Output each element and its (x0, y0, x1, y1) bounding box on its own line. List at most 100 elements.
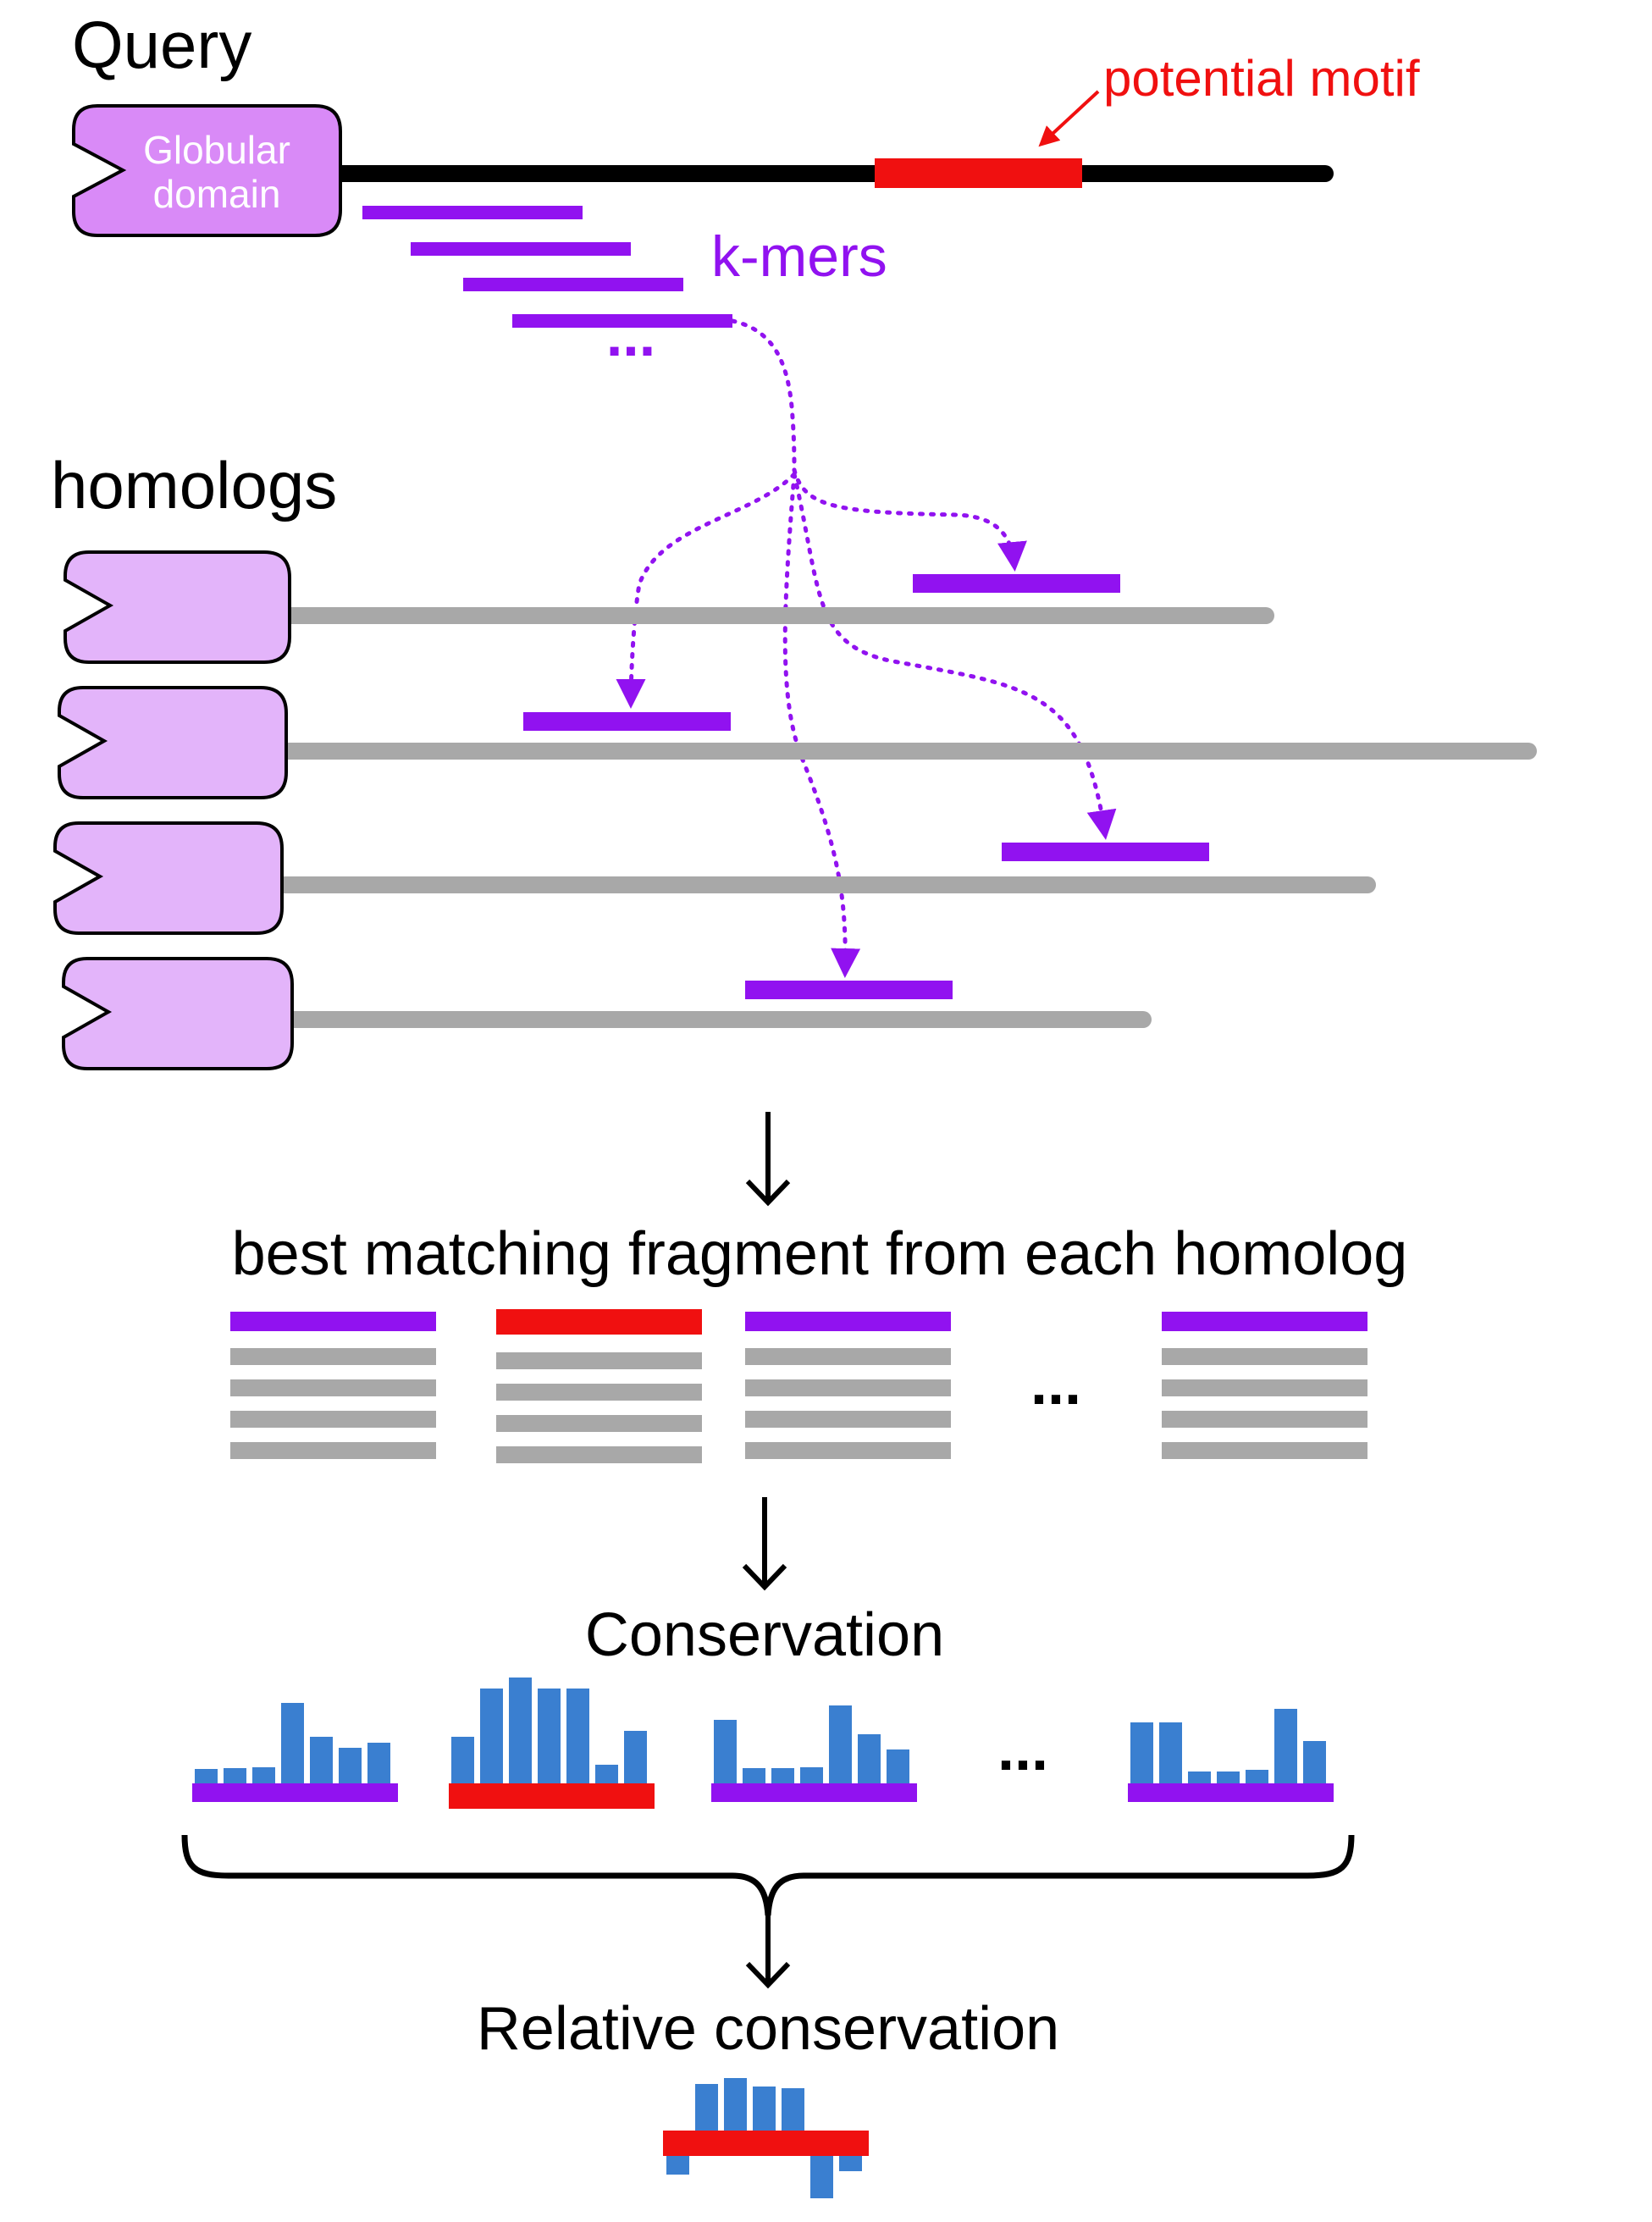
potential-motif-label: potential motif (1103, 50, 1420, 107)
conservation-bar (624, 1731, 647, 1783)
relative-conservation-bar (810, 2156, 833, 2198)
query-title: Query (72, 8, 251, 82)
globular-domain-label-line1: Globular (143, 128, 290, 172)
fragment-group-4-query (1162, 1312, 1367, 1331)
fragment-row (1162, 1348, 1367, 1365)
homolog-4 (62, 957, 1152, 1070)
fragment-ellipsis: ... (1030, 1350, 1081, 1418)
conservation-bar (714, 1720, 737, 1783)
kmer-mapping-arrows (616, 318, 1117, 978)
conservation-profiles (192, 1678, 1334, 1809)
fragment-row (745, 1442, 951, 1459)
relative-conservation-bar (666, 2156, 689, 2175)
homologs-title: homologs (51, 448, 337, 522)
relative-conservation-bar (695, 2084, 718, 2131)
kmer-arrow-homolog-4 (782, 472, 861, 978)
fragment-row (1162, 1442, 1367, 1459)
fragment-group-1 (230, 1312, 436, 1459)
homolog-2 (58, 686, 1537, 799)
conservation-bar (595, 1765, 618, 1783)
kmers-label: k-mers (711, 224, 887, 289)
relative-conservation-plot (663, 2078, 869, 2198)
homolog-1-match (913, 574, 1120, 593)
conservation-fragment-bar (1128, 1783, 1334, 1802)
conservation-bar (480, 1689, 503, 1783)
fragment-group-4 (1162, 1312, 1367, 1459)
relative-conservation-bar (782, 2088, 804, 2131)
homolog-4-match (745, 981, 953, 999)
fragment-row (230, 1411, 436, 1428)
kmer-arrow-homolog-1 (792, 467, 1027, 572)
relative-conservation-bar (724, 2078, 747, 2131)
down-arrow-3 (745, 1914, 791, 1989)
homolog-1 (64, 550, 1274, 664)
down-arrow-1 (745, 1112, 791, 1207)
conservation-fragment-bar (711, 1783, 917, 1802)
conservation-bar (1246, 1770, 1268, 1783)
summary-brace (181, 1834, 1355, 1916)
fragment-group-2 (496, 1309, 702, 1463)
kmer-bar-3 (463, 278, 683, 291)
potential-motif-segment (875, 158, 1082, 188)
fragment-row (496, 1446, 702, 1463)
kmers-group: ... k-mers (362, 206, 887, 368)
conservation-bar (367, 1743, 390, 1783)
homolog-4-globular-domain (62, 957, 294, 1070)
conservation-bar (1159, 1722, 1182, 1783)
conservation-bar (743, 1768, 765, 1783)
fragment-row (1162, 1379, 1367, 1396)
kmer-bar-4 (512, 314, 732, 328)
fragment-row (745, 1411, 951, 1428)
conservation-profile-3 (711, 1705, 917, 1802)
conservation-label: Conservation (585, 1601, 944, 1669)
kmer-bar-2 (411, 242, 631, 256)
down-arrow-2 (742, 1497, 787, 1591)
conservation-bar (538, 1689, 561, 1783)
conservation-bar (509, 1678, 532, 1783)
conservation-bar (771, 1768, 794, 1783)
best-matching-label: best matching fragment from each homolog (232, 1220, 1408, 1288)
fragment-row (745, 1348, 951, 1365)
conservation-bar (281, 1703, 304, 1783)
fragment-row (745, 1379, 951, 1396)
relative-conservation-bar (839, 2156, 862, 2171)
fragment-row (230, 1348, 436, 1365)
potential-motif-arrow (1038, 90, 1100, 147)
homolog-3 (53, 821, 1376, 935)
fragment-row (496, 1415, 702, 1432)
relative-conservation-fragment-bar (663, 2131, 869, 2156)
relative-conservation-label: Relative conservation (477, 1995, 1059, 2063)
homolog-1-globular-domain (64, 550, 291, 664)
fragment-group-3-query (745, 1312, 951, 1331)
conservation-profile-2 (449, 1678, 655, 1809)
conservation-bar (1217, 1772, 1240, 1783)
conservation-bar (829, 1705, 852, 1783)
conservation-bar (339, 1748, 362, 1783)
kmer-arrow-homolog-3 (792, 472, 1117, 840)
globular-domain-label-line2: domain (153, 172, 281, 216)
kmers-ellipsis: ... (606, 302, 655, 368)
fragment-row (230, 1379, 436, 1396)
kmer-bar-1 (362, 206, 583, 219)
conservation-bar (1274, 1709, 1297, 1783)
conservation-profile-4 (1128, 1709, 1334, 1802)
fragment-row (1162, 1411, 1367, 1428)
fragment-row (496, 1352, 702, 1369)
homolog-2-match (523, 712, 731, 731)
conservation-bar (800, 1767, 823, 1783)
fragment-group-2-query (496, 1309, 702, 1335)
conservation-bar (858, 1734, 881, 1783)
fragment-group-3 (745, 1312, 951, 1459)
potential-motif-callout: potential motif (1038, 50, 1420, 147)
conservation-bar (1303, 1741, 1326, 1783)
kmer-arrow-homolog-2 (616, 472, 797, 709)
homolog-3-match (1002, 843, 1209, 861)
fragment-row (496, 1384, 702, 1401)
conservation-fragment-bar (192, 1783, 398, 1802)
conservation-bar (451, 1737, 474, 1783)
homolog-2-globular-domain (58, 686, 288, 799)
conservation-bar (1130, 1722, 1153, 1783)
conservation-fragment-bar (449, 1783, 655, 1809)
